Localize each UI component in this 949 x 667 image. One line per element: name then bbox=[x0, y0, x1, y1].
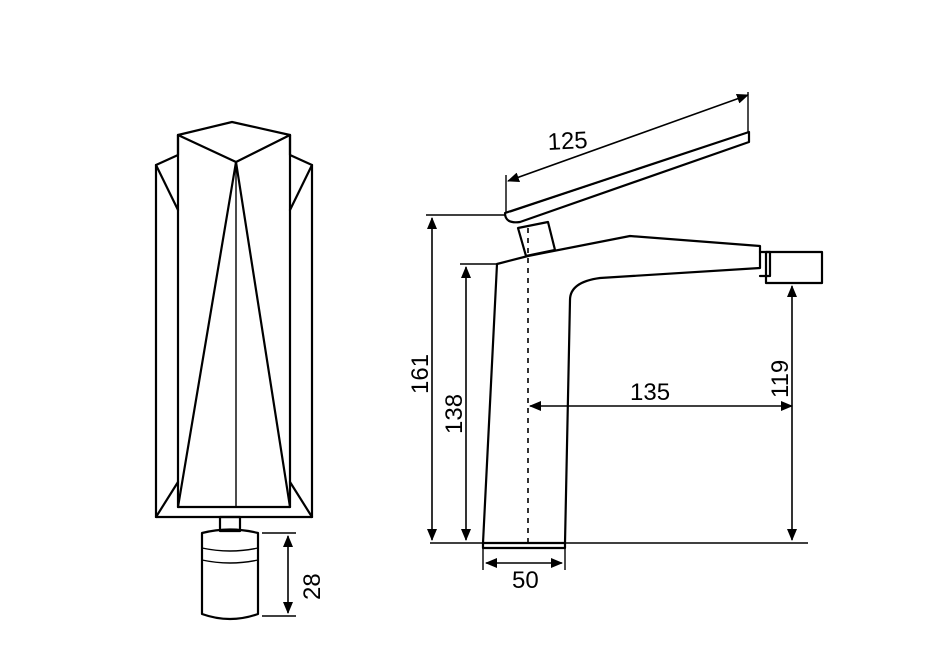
spout-length-dimension-line bbox=[507, 94, 749, 182]
front-view-crown-ridge bbox=[176, 133, 292, 164]
front-view-facet-triangle bbox=[176, 160, 292, 509]
base-height-label: 28 bbox=[299, 573, 326, 600]
spout-reach-label: 135 bbox=[630, 379, 670, 406]
front-view-right-chamfer bbox=[288, 163, 314, 519]
total-height-label: 161 bbox=[407, 354, 434, 394]
outlet-height-label: 119 bbox=[767, 360, 794, 398]
side-view-handle-lever bbox=[503, 130, 751, 224]
front-view-body-outline bbox=[154, 120, 314, 519]
front-view: 28 bbox=[154, 120, 326, 621]
front-view-left-chamfer bbox=[154, 163, 180, 519]
side-view: 125 161 138 135 119 50 bbox=[407, 92, 824, 594]
front-view-stem bbox=[218, 515, 242, 533]
base-width-label: 50 bbox=[512, 567, 539, 594]
spout-length-label: 125 bbox=[547, 127, 588, 156]
body-height-label: 138 bbox=[441, 394, 468, 434]
front-view-base-band-top bbox=[201, 547, 259, 552]
front-view-base-cylinder bbox=[200, 528, 260, 621]
front-view-base-band-bottom bbox=[201, 559, 259, 564]
front-view-inner-panel bbox=[176, 133, 292, 509]
side-view-handle-edge bbox=[509, 132, 747, 213]
side-view-body-outline bbox=[481, 234, 762, 545]
side-view-aerator bbox=[764, 250, 824, 285]
